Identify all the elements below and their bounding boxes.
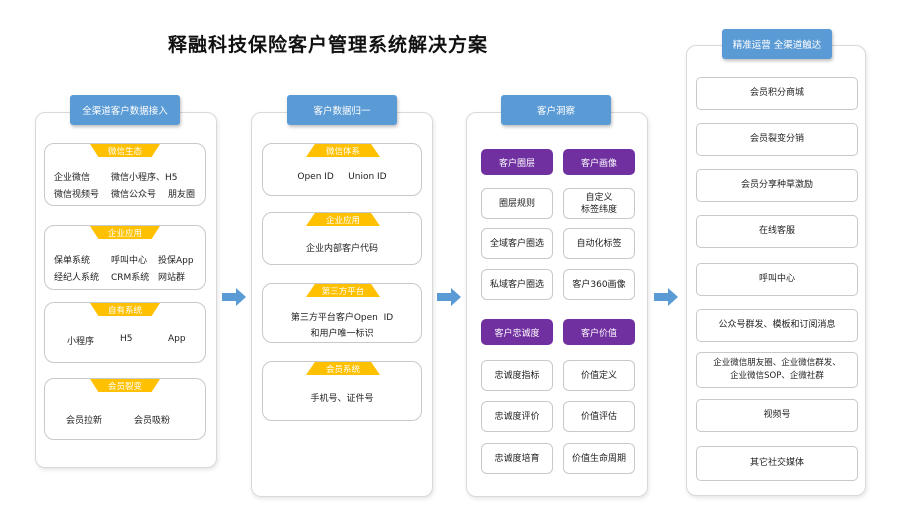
insight-cell: 客户360画像 bbox=[563, 269, 635, 300]
source-label: 微信视频号 bbox=[54, 190, 100, 200]
source-label: CRM系统 bbox=[111, 273, 150, 283]
card-member-fission bbox=[44, 378, 206, 440]
id-label: 企业内部客户代码 bbox=[305, 244, 378, 254]
insight-cell: 私域客户圈选 bbox=[481, 269, 553, 300]
source-label: H5 bbox=[120, 334, 133, 344]
insight-cell: 价值生命周期 bbox=[563, 443, 635, 474]
right-arrow-icon bbox=[222, 288, 246, 306]
tab-own-systems: 自有系统 bbox=[90, 303, 160, 316]
pill-customer-tier: 客户圈层 bbox=[481, 149, 553, 175]
insight-cell: 自定义 标签纬度 bbox=[563, 188, 635, 219]
operation-item: 会员积分商城 bbox=[696, 77, 858, 110]
id-label: 第三方平台客户Open ID bbox=[290, 313, 394, 323]
source-label: 网站群 bbox=[158, 273, 186, 283]
source-label: 小程序 bbox=[67, 337, 95, 347]
id-label: Open ID Union ID bbox=[297, 172, 387, 182]
column-header-data-unification: 客户数据归一 bbox=[287, 95, 397, 125]
insight-cell: 价值定义 bbox=[563, 360, 635, 391]
operation-item: 呼叫中心 bbox=[696, 263, 858, 296]
pill-customer-value: 客户价值 bbox=[563, 319, 635, 345]
id-label: 手机号、证件号 bbox=[310, 394, 374, 404]
pill-customer-loyalty: 客户忠诚度 bbox=[481, 319, 553, 345]
insight-cell: 全域客户圈选 bbox=[481, 228, 553, 259]
id-label: 和用户唯一标识 bbox=[310, 329, 374, 339]
operation-item: 企业微信朋友圈、企业微信群发、 企业微信SOP、企微社群 bbox=[696, 352, 858, 388]
source-label: 经纪人系统 bbox=[54, 273, 100, 283]
tab-member-fission: 会员裂变 bbox=[90, 379, 160, 392]
insight-cell: 忠诚度评价 bbox=[481, 401, 553, 432]
pill-customer-profile: 客户画像 bbox=[563, 149, 635, 175]
insight-cell: 忠诚度培育 bbox=[481, 443, 553, 474]
source-label: 微信小程序、H5 bbox=[111, 173, 178, 183]
tab-wechat-system: 微信体系 bbox=[306, 144, 380, 157]
column-header-precise-operations: 精准运营 全渠道触达 bbox=[722, 29, 832, 59]
insight-cell: 价值评估 bbox=[563, 401, 635, 432]
operation-item: 其它社交媒体 bbox=[696, 446, 858, 481]
source-label: 企业微信 bbox=[54, 173, 91, 183]
column-customer-insight bbox=[466, 112, 648, 497]
insight-cell: 忠诚度指标 bbox=[481, 360, 553, 391]
source-label: App bbox=[168, 334, 186, 344]
source-label: 微信公众号 bbox=[111, 190, 157, 200]
source-label: 投保App bbox=[158, 256, 194, 266]
source-label: 朋友圈 bbox=[168, 190, 196, 200]
right-arrow-icon bbox=[654, 288, 678, 306]
column-header-data-access: 全渠道客户数据接入 bbox=[70, 95, 180, 125]
tab-enterprise-id: 企业应用 bbox=[306, 213, 380, 226]
operation-item: 会员分享种草激励 bbox=[696, 169, 858, 202]
right-arrow-icon bbox=[437, 288, 461, 306]
operation-item: 会员裂变分销 bbox=[696, 123, 858, 156]
tab-wechat-ecosystem: 微信生态 bbox=[90, 144, 160, 157]
page-title: 释融科技保险客户管理系统解决方案 bbox=[168, 34, 489, 56]
tab-member-system: 会员系统 bbox=[306, 362, 380, 375]
operation-item: 在线客服 bbox=[696, 215, 858, 248]
source-label: 呼叫中心 bbox=[111, 256, 148, 266]
source-label: 会员吸粉 bbox=[134, 416, 171, 426]
card-third-party bbox=[262, 283, 422, 343]
insight-cell: 自动化标签 bbox=[563, 228, 635, 259]
insight-cell: 圈层规则 bbox=[481, 188, 553, 219]
tab-enterprise-apps: 企业应用 bbox=[90, 226, 160, 239]
column-header-customer-insight: 客户洞察 bbox=[501, 95, 611, 125]
source-label: 保单系统 bbox=[54, 256, 91, 266]
source-label: 会员拉新 bbox=[66, 416, 103, 426]
operation-item: 公众号群发、模板和订阅消息 bbox=[696, 309, 858, 342]
operation-item: 视频号 bbox=[696, 399, 858, 432]
tab-third-party: 第三方平台 bbox=[306, 284, 380, 297]
